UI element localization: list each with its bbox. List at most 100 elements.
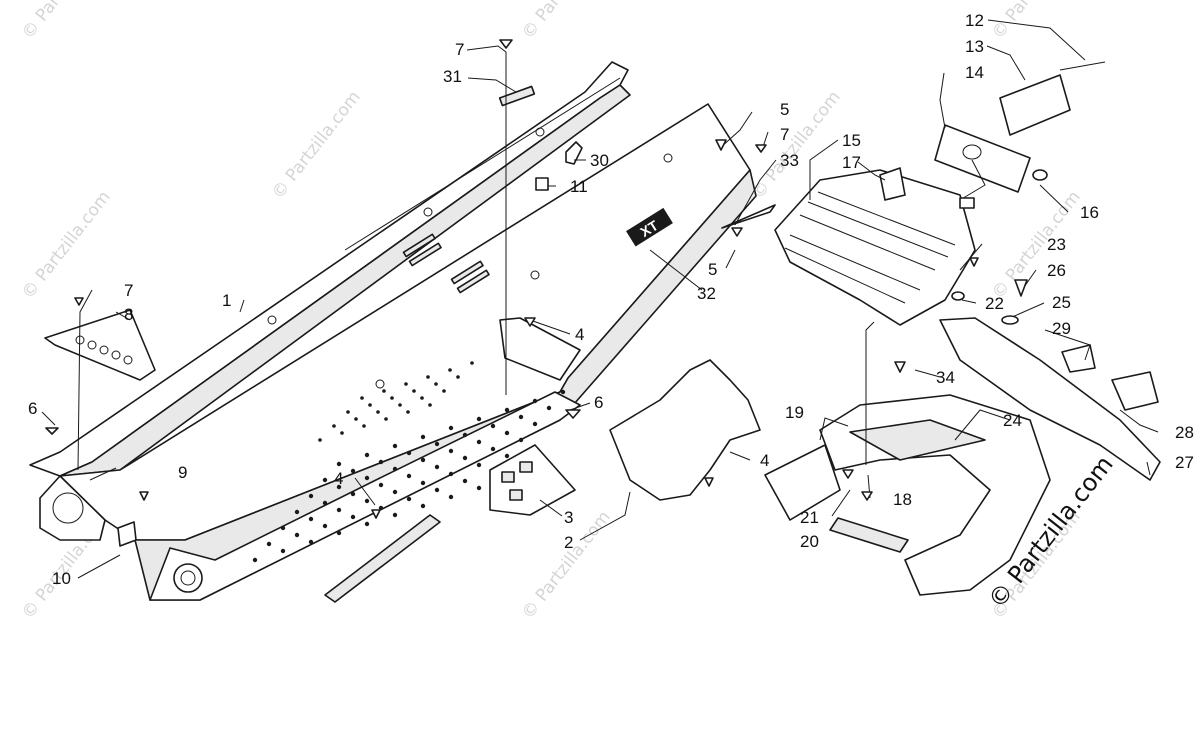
callout-label: 4	[575, 325, 584, 344]
small-parts-11-30	[535, 141, 583, 191]
callout-label: 31	[443, 67, 462, 86]
tunnel-hole	[322, 523, 328, 529]
callout-label: 34	[936, 368, 955, 387]
callout-label: 18	[893, 490, 912, 509]
tunnel-hole	[490, 446, 496, 452]
tunnel-hole	[392, 466, 398, 472]
pad-part-20	[829, 517, 909, 553]
callout-label: 10	[52, 569, 71, 588]
tunnel-hole	[392, 489, 398, 495]
tunnel-hole	[398, 403, 402, 407]
callout-label: 33	[780, 151, 799, 170]
tunnel-hole	[378, 482, 384, 488]
tunnel-hole	[308, 493, 314, 499]
callout-label: 3	[564, 508, 573, 527]
callout-label: 32	[697, 284, 716, 303]
tunnel-hole	[382, 389, 386, 393]
leader-lines	[41, 19, 1159, 579]
side-panel-part-2	[609, 359, 761, 501]
tunnel-hole	[350, 514, 356, 520]
callout-labels: 1 2 3 4 4 4 5 5 6 6 7 7 7 8 9 10 11 12 1…	[28, 11, 1194, 588]
tunnel-hole	[406, 496, 412, 502]
tunnel-hole	[448, 425, 454, 431]
tunnel-hole	[406, 450, 412, 456]
track-clip-strip	[324, 514, 441, 603]
tunnel-hole	[392, 512, 398, 518]
tunnel-hole	[350, 468, 356, 474]
tunnel-hole	[434, 487, 440, 493]
background-watermark: © Partzilla.com	[988, 187, 1085, 303]
tunnel-hole	[294, 509, 300, 515]
tunnel-hole	[426, 375, 430, 379]
tunnel-hole	[266, 541, 272, 547]
tunnel-hole	[390, 396, 394, 400]
decal-part-33	[721, 204, 776, 229]
callout-label: 12	[965, 11, 984, 30]
tunnel-hole	[368, 403, 372, 407]
tunnel-hole	[476, 439, 482, 445]
tunnel-hole	[532, 398, 538, 404]
callout-label: 29	[1052, 319, 1071, 338]
tunnel-hole	[294, 532, 300, 538]
rear-bumper-part-24	[764, 394, 1051, 596]
snow-flap-part-28	[939, 317, 1161, 481]
callout-label: 4	[334, 469, 343, 488]
tunnel-hole	[546, 405, 552, 411]
rear-rack-part-15	[774, 167, 976, 326]
tunnel-hole	[442, 389, 446, 393]
callout-label: 5	[708, 260, 717, 279]
tunnel-brace	[499, 317, 581, 381]
callout-label: 30	[590, 151, 609, 170]
tunnel-hole	[476, 485, 482, 491]
tunnel-hole	[448, 368, 452, 372]
tunnel-hole	[428, 403, 432, 407]
tunnel-hole	[504, 407, 510, 413]
tunnel-hole	[420, 434, 426, 440]
tunnel-hole	[392, 443, 398, 449]
tunnel-hole	[308, 539, 314, 545]
tunnel-hole	[336, 461, 342, 467]
tunnel-hole	[470, 361, 474, 365]
tunnel-hole	[420, 503, 426, 509]
tunnel-hole	[462, 455, 468, 461]
tunnel-hole	[504, 430, 510, 436]
callout-label: 7	[455, 40, 464, 59]
tunnel-hole	[350, 491, 356, 497]
callout-label: 26	[1047, 261, 1066, 280]
tunnel-hole	[448, 471, 454, 477]
tunnel-hole	[404, 382, 408, 386]
callout-label: 7	[780, 125, 789, 144]
callout-label: 27	[1175, 453, 1194, 472]
callout-label: 13	[965, 37, 984, 56]
callout-label: 24	[1003, 411, 1022, 430]
tunnel-hole	[476, 416, 482, 422]
tunnel-hole	[346, 410, 350, 414]
callout-label: 4	[760, 451, 769, 470]
decal-part-29b	[1111, 371, 1159, 411]
bracket-part-3	[489, 444, 576, 516]
callout-label: 28	[1175, 423, 1194, 442]
callout-label: 11	[570, 177, 588, 196]
background-watermark: © Partzilla.com	[18, 187, 115, 303]
tunnel-hole	[280, 525, 286, 531]
tunnel-hole	[336, 530, 342, 536]
tunnel-hole	[434, 441, 440, 447]
callout-label: 25	[1052, 293, 1071, 312]
callout-label: 23	[1047, 235, 1066, 254]
tunnel-hole	[318, 438, 322, 442]
callout-label: 2	[564, 533, 573, 552]
background-watermark: © Partzilla.com	[18, 0, 115, 43]
decal-part-31	[498, 85, 536, 107]
tunnel-hole	[420, 457, 426, 463]
tunnel-hole	[378, 459, 384, 465]
tunnel-hole	[252, 557, 258, 563]
tunnel-hole	[518, 414, 524, 420]
tunnel-hole	[476, 462, 482, 468]
callout-label: 9	[178, 463, 187, 482]
tunnel-hole	[332, 424, 336, 428]
background-watermark: © Partzilla.com	[268, 87, 365, 203]
tunnel-hole	[354, 417, 358, 421]
tunnel-hole	[364, 521, 370, 527]
tunnel-hole	[280, 548, 286, 554]
tunnel-hole	[308, 516, 314, 522]
